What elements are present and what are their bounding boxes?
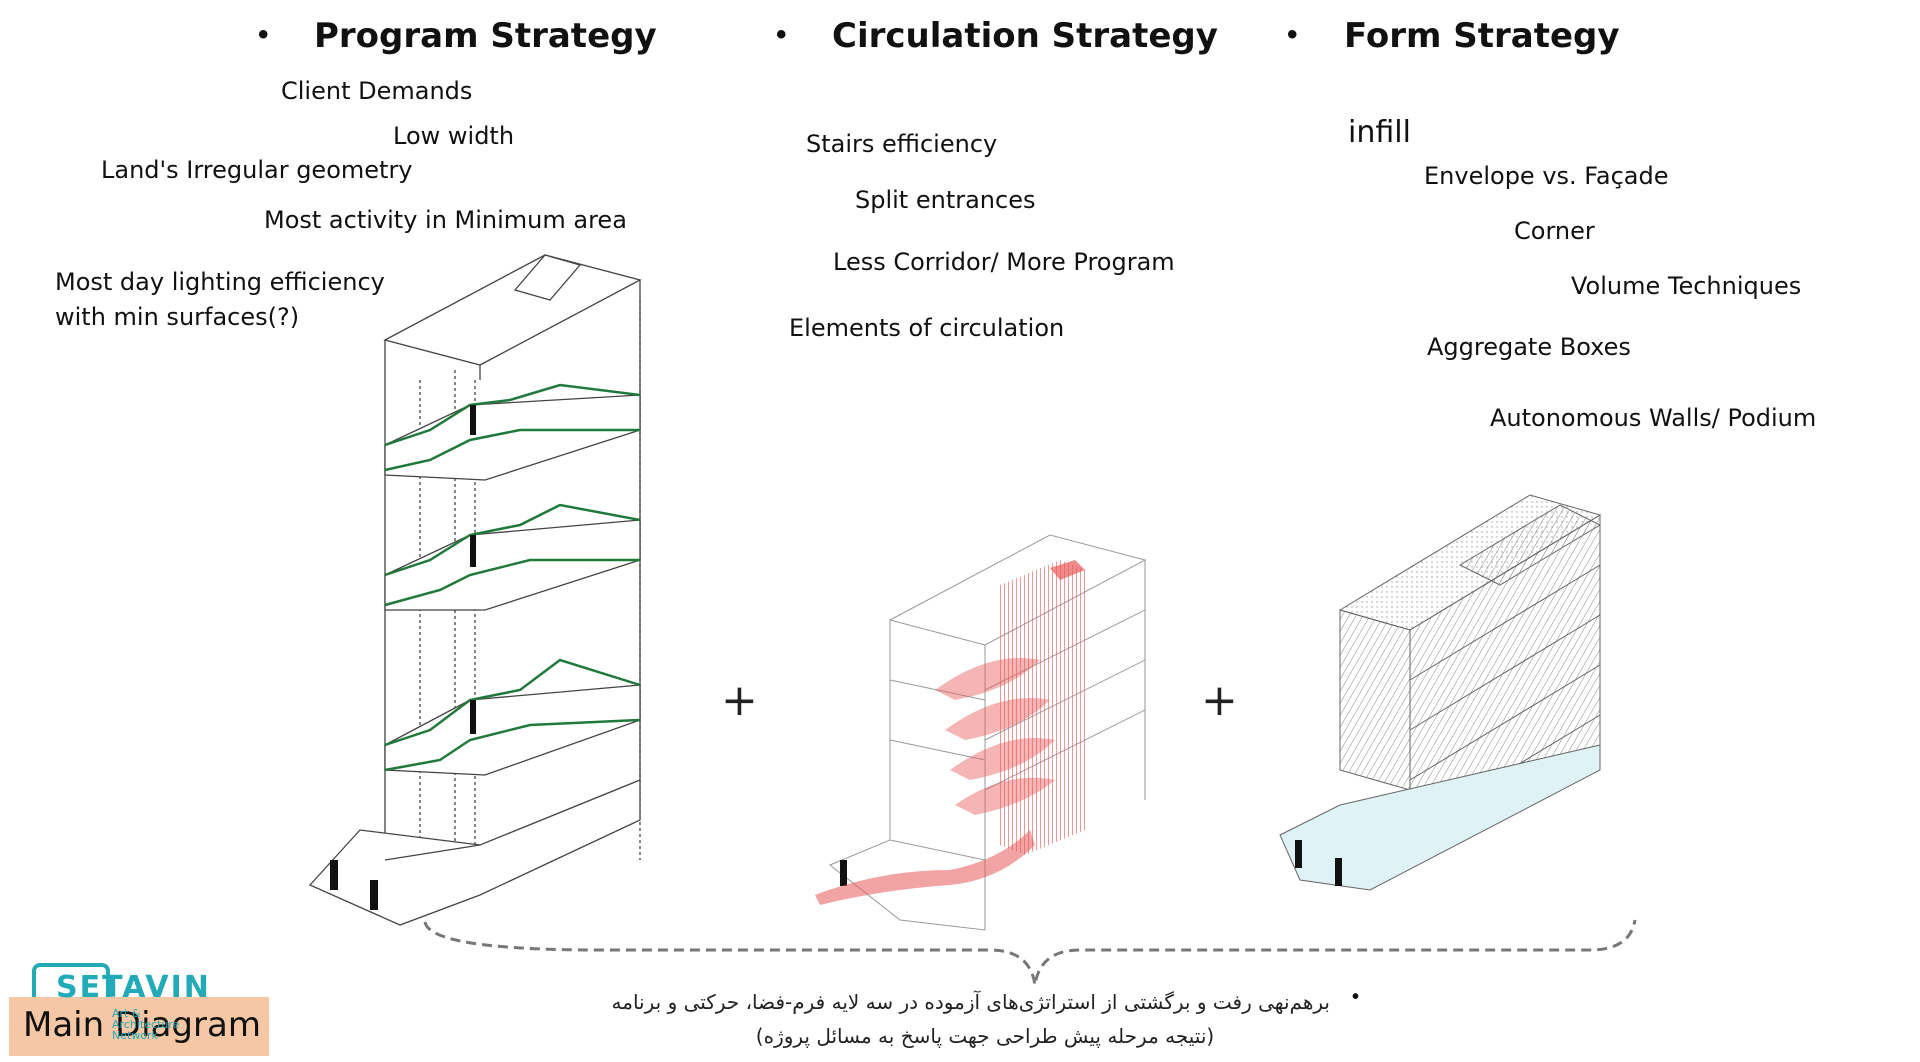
circulation-heading: Circulation Strategy xyxy=(832,16,1218,56)
form-item: Aggregate Boxes xyxy=(1427,333,1631,361)
setavin-logo-text: SETAVIN xyxy=(56,970,211,1005)
program-item: with min surfaces(?) xyxy=(55,303,300,331)
circulation-item: Elements of circulation xyxy=(789,314,1065,342)
program-item: Most day lighting efficiency xyxy=(55,268,385,296)
circulation-bullet: • xyxy=(776,18,787,51)
form-item: Corner xyxy=(1514,217,1595,245)
plus-sign: + xyxy=(721,675,758,726)
form-item: Envelope vs. Façade xyxy=(1424,162,1669,190)
program-bullet: • xyxy=(258,18,269,51)
logo-tagline-line: Network xyxy=(112,1029,158,1042)
circulation-item: Less Corridor/ More Program xyxy=(833,248,1175,276)
form-heading: Form Strategy xyxy=(1344,16,1620,56)
circulation-flow xyxy=(815,560,1085,905)
program-item: Low width xyxy=(393,122,515,150)
circulation-item: Split entrances xyxy=(855,186,1036,214)
caption-bullet: • xyxy=(1352,986,1360,1008)
form-bullet: • xyxy=(1287,18,1298,51)
form-item: infill xyxy=(1348,115,1411,150)
program-item: Land's Irregular geometry xyxy=(101,156,413,184)
main-diagram-label: Main Diagram xyxy=(9,997,269,1056)
logo-tagline-line: Art & xyxy=(112,1007,141,1020)
caption-line-1: برهم‌نهی رفت و برگشتی از استراتژی‌های آز… xyxy=(611,990,1330,1014)
form-item: Volume Techniques xyxy=(1571,272,1802,300)
program-heading: Program Strategy xyxy=(314,16,657,56)
caption-line-2: (نتیجه مرحله پیش طراحی جهت پاسخ به مسائل… xyxy=(755,1024,1215,1048)
main-diagram-text: Main Diagram xyxy=(23,1005,261,1045)
form-item: Autonomous Walls/ Podium xyxy=(1490,404,1817,432)
form-axonometric xyxy=(1279,494,1602,891)
circulation-item: Stairs efficiency xyxy=(806,130,998,158)
setavin-logo-tagline: Art & Architecture Network xyxy=(112,1008,179,1041)
plus-sign: + xyxy=(1201,675,1238,726)
program-item: Most activity in Minimum area xyxy=(264,206,627,234)
logo-tagline-line: Architecture xyxy=(112,1018,180,1031)
program-item: Client Demands xyxy=(281,77,473,105)
grouping-brace xyxy=(423,919,1637,986)
program-axonometric xyxy=(308,254,642,926)
